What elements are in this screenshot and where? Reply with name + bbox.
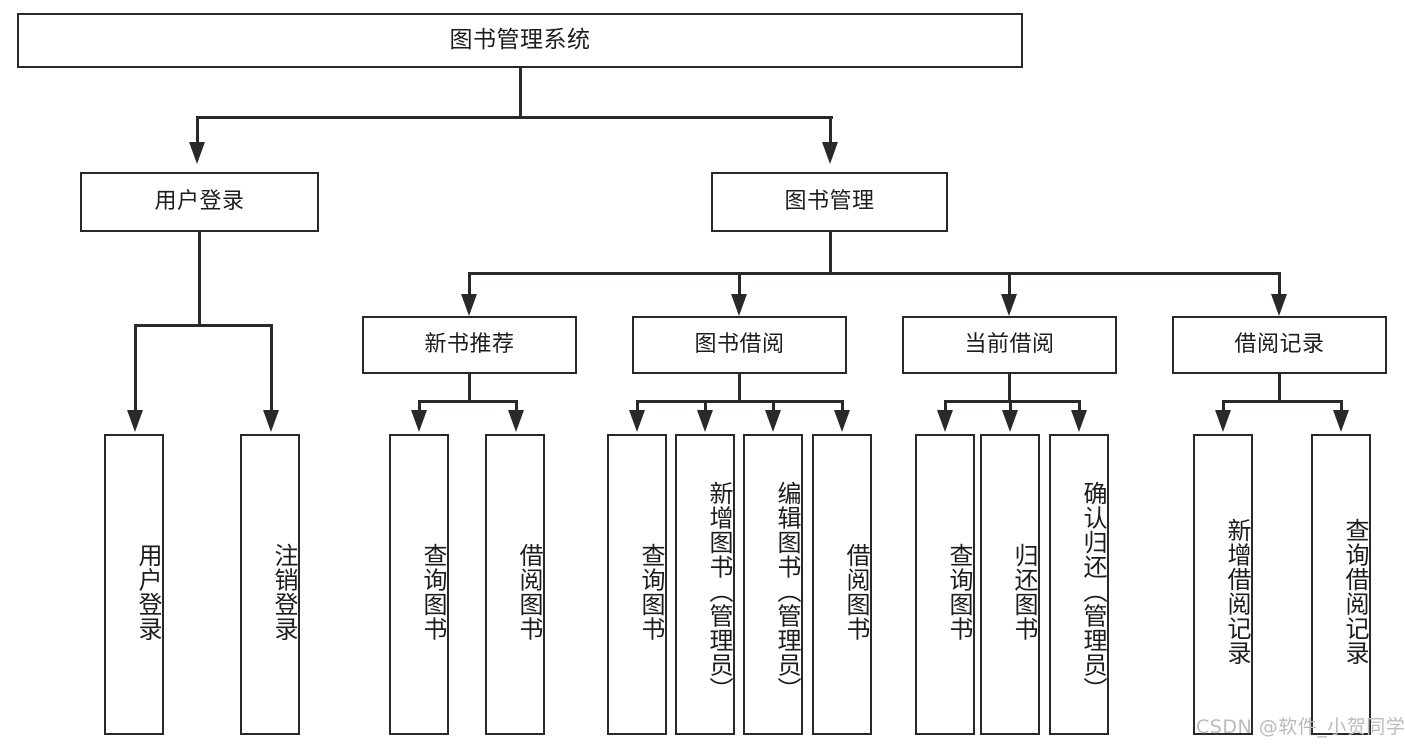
edge-drop-book-borrow-leaf-3: [772, 400, 775, 412]
node-label: 借阅图书: [842, 542, 870, 641]
node-label: 注销登录: [270, 542, 298, 641]
leaf-confirm-return-admin[interactable]: 确认归还（管理员）: [1049, 434, 1109, 735]
node-label: 查询借阅记录: [1341, 518, 1369, 665]
arrow-user-login-leaf-1: [127, 410, 143, 432]
arrow-borrow-record-leaf-2: [1333, 410, 1349, 432]
leaf-query-borrow-record[interactable]: 查询借阅记录: [1311, 434, 1371, 735]
arrow-level3-borrow-record: [1271, 294, 1287, 316]
edge-drop-current-borrow-leaf-3: [1078, 400, 1081, 412]
edge-drop-user-login-leaf-2: [270, 324, 273, 412]
node-label: 借阅记录: [1234, 331, 1325, 357]
node-current-borrow[interactable]: 当前借阅: [902, 316, 1117, 374]
edge-drop-current-borrow-leaf-1: [944, 400, 947, 412]
node-label: 图书管理系统: [449, 26, 591, 53]
node-label: 图书管理: [784, 188, 875, 214]
edge-user-login-stem: [198, 232, 201, 326]
arrow-book-borrow-leaf-1: [629, 410, 645, 432]
node-label: 新书推荐: [424, 331, 515, 357]
node-label: 编辑图书（管理员）: [773, 481, 801, 702]
arrow-new-book-leaf-2: [508, 410, 524, 432]
edge-drop-level3-1: [468, 272, 471, 296]
edge-drop-borrow-record-leaf-2: [1340, 400, 1343, 412]
edge-book-borrow-bus: [636, 400, 841, 403]
arrow-book-management: [822, 142, 838, 164]
leaf-return-book[interactable]: 归还图书: [980, 434, 1040, 735]
arrow-book-borrow-leaf-4: [834, 410, 850, 432]
edge-book-borrow-stem: [738, 374, 741, 402]
node-user-login[interactable]: 用户登录: [80, 172, 319, 232]
arrow-level3-new-book: [461, 294, 477, 316]
edge-book-management-stem: [829, 232, 832, 274]
node-label: 用户登录: [154, 188, 245, 214]
edge-user-login-bus: [134, 324, 270, 327]
edge-drop-book-borrow-leaf-1: [636, 400, 639, 412]
node-label: 查询图书: [419, 542, 447, 641]
leaf-edit-book-admin[interactable]: 编辑图书（管理员）: [743, 434, 803, 735]
edge-borrow-record-stem: [1278, 374, 1281, 402]
edge-drop-book-borrow-leaf-4: [841, 400, 844, 412]
arrow-level3-current-borrow: [1001, 294, 1017, 316]
edge-drop-user-login-leaf-1: [134, 324, 137, 412]
leaf-user-login[interactable]: 用户登录: [104, 434, 164, 735]
arrow-level3-book-borrow: [731, 294, 747, 316]
edge-drop-new-book-leaf-1: [418, 400, 421, 412]
node-label: 新增借阅记录: [1223, 518, 1251, 665]
edge-drop-level3-4: [1278, 272, 1281, 296]
node-new-book-recommend[interactable]: 新书推荐: [362, 316, 577, 374]
node-root-book-management-system[interactable]: 图书管理系统: [17, 13, 1023, 68]
edge-root-bus: [196, 116, 833, 119]
node-label: 用户登录: [134, 542, 162, 641]
leaf-add-borrow-record[interactable]: 新增借阅记录: [1193, 434, 1253, 735]
arrow-current-borrow-leaf-3: [1071, 410, 1087, 432]
edge-drop-level3-2: [738, 272, 741, 296]
arrow-book-borrow-leaf-2: [697, 410, 713, 432]
node-borrow-record[interactable]: 借阅记录: [1172, 316, 1387, 374]
node-book-management[interactable]: 图书管理: [711, 172, 948, 232]
node-label: 图书借阅: [694, 331, 785, 357]
arrow-current-borrow-leaf-2: [1002, 410, 1018, 432]
arrow-current-borrow-leaf-1: [937, 410, 953, 432]
node-label: 确认归还（管理员）: [1079, 481, 1107, 702]
node-label: 当前借阅: [964, 331, 1055, 357]
node-label: 新增图书（管理员）: [705, 481, 733, 702]
arrow-new-book-leaf-1: [411, 410, 427, 432]
edge-borrow-record-bus: [1222, 400, 1341, 403]
leaf-borrow-book[interactable]: 借阅图书: [812, 434, 872, 735]
arrow-book-borrow-leaf-3: [765, 410, 781, 432]
node-label: 借阅图书: [515, 542, 543, 641]
edge-current-borrow-stem: [1008, 374, 1011, 402]
edge-drop-borrow-record-leaf-1: [1222, 400, 1225, 412]
node-book-borrow[interactable]: 图书借阅: [632, 316, 847, 374]
leaf-query-book-borrow[interactable]: 查询图书: [607, 434, 667, 735]
edge-root-stem: [519, 68, 522, 118]
leaf-query-book-current[interactable]: 查询图书: [915, 434, 975, 735]
edge-book-management-bus: [468, 272, 1280, 275]
arrow-borrow-record-leaf-1: [1215, 410, 1231, 432]
edge-drop-level3-3: [1008, 272, 1011, 296]
edge-drop-book-management: [829, 116, 832, 144]
node-label: 查询图书: [945, 542, 973, 641]
edge-drop-book-borrow-leaf-2: [704, 400, 707, 412]
node-label: 查询图书: [637, 542, 665, 641]
leaf-add-book-admin[interactable]: 新增图书（管理员）: [675, 434, 735, 735]
leaf-query-book-recommend[interactable]: 查询图书: [389, 434, 449, 735]
node-label: 归还图书: [1010, 542, 1038, 641]
edge-drop-user-login: [196, 116, 199, 144]
edge-drop-current-borrow-leaf-2: [1009, 400, 1012, 412]
edge-drop-new-book-leaf-2: [515, 400, 518, 412]
arrow-user-login-leaf-2: [263, 410, 279, 432]
edge-new-book-bus: [418, 400, 518, 403]
edge-new-book-stem: [468, 374, 471, 402]
leaf-borrow-book-recommend[interactable]: 借阅图书: [485, 434, 545, 735]
arrow-user-login: [189, 142, 205, 164]
leaf-logout[interactable]: 注销登录: [240, 434, 300, 735]
